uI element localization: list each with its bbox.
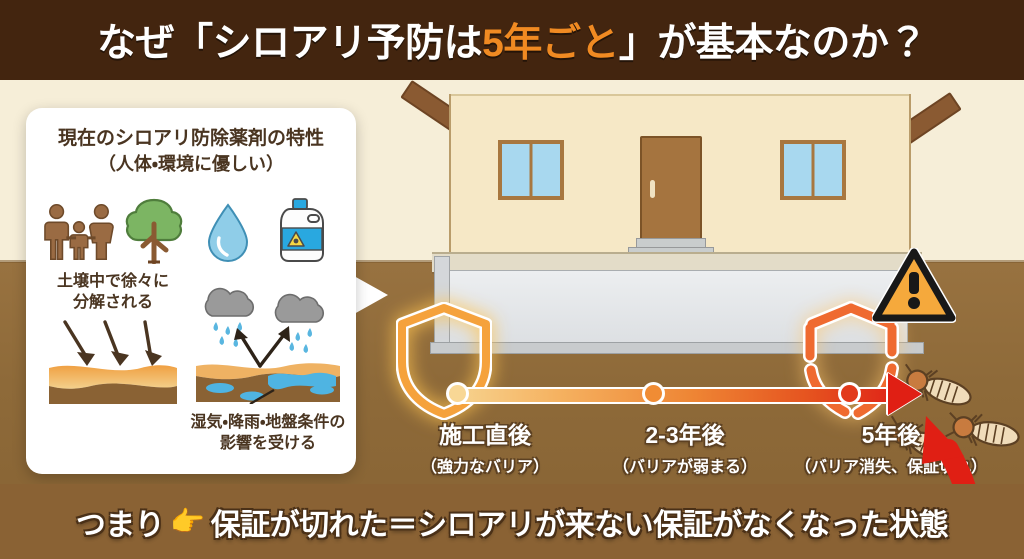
- illustration-scene: 施工直後 （強力なバリア） 2-3年後 （バリアが弱まる） 5年後 （バリア消失…: [0, 80, 1024, 484]
- timeline-label-1: 2-3年後 （バリアが弱まる）: [580, 416, 790, 477]
- banner-message: 保証が切れた＝シロアリが来ない保証がなくなった状態: [210, 508, 949, 542]
- moisture-diagram: 湿気・降雨・地盤条件の 影響を受ける: [186, 272, 350, 455]
- timeline-label-2: 5年後 （バリア消失、保証切れ）: [766, 416, 1016, 477]
- card-heading-line1: 現在のシロアリ防除薬剤の特性: [57, 128, 324, 149]
- house-illustration: [390, 80, 962, 280]
- card-heading-line2: （人体・環境に優しい）: [97, 153, 285, 174]
- shield-intact-icon: [395, 301, 493, 421]
- title-text-after: 」が基本なのか？: [618, 22, 928, 65]
- house-wall-edge-left: [449, 94, 451, 260]
- window-mullion: [529, 144, 533, 196]
- chemical-bottle-icon: [267, 190, 339, 264]
- title-text-accent: 5年ごと: [482, 22, 619, 65]
- timeline-label-0-main: 施工直後: [439, 422, 531, 448]
- timeline-label-2-sub: （バリア消失、保証切れ）: [794, 459, 987, 476]
- moisture-caption-line1: 湿気・降雨・地盤条件の: [190, 413, 346, 431]
- info-card: 現在のシロアリ防除薬剤の特性 （人体・環境に優しい）: [26, 108, 356, 474]
- timeline-arrowhead-icon: [888, 373, 922, 415]
- rain-soil-graphic: [186, 278, 350, 409]
- timeline-label-1-sub: （バリアが弱まる）: [612, 459, 757, 476]
- door-icon: [640, 136, 702, 240]
- card-heading: 現在のシロアリ防除薬剤の特性 （人体・環境に優しい）: [26, 126, 356, 176]
- page-title: なぜ「シロアリ予防は5年ごと」が基本なのか？: [97, 12, 927, 68]
- moisture-caption-line2: 影響を受ける: [219, 434, 316, 452]
- banner-lead: つまり: [75, 508, 165, 542]
- timeline-label-0-sub: （強力なバリア）: [420, 459, 549, 476]
- door-handle-icon: [650, 180, 655, 198]
- timeline-dot-2: [838, 382, 861, 405]
- water-drop-icon: [192, 190, 264, 264]
- pointing-hand-icon: 👉: [170, 506, 205, 537]
- title-text-before: なぜ「シロアリ予防は: [97, 22, 483, 65]
- decomposition-diagram: 土壌中で徐々に 分解される: [38, 272, 188, 409]
- soil-layer-graphic: [38, 319, 188, 409]
- foundation-footing: [430, 342, 924, 354]
- timeline-dot-1: [642, 382, 665, 405]
- window-icon-left: [498, 140, 564, 200]
- tree-icon: [118, 190, 190, 264]
- card-diagrams: 土壌中で徐々に 分解される: [26, 272, 356, 462]
- decomposition-caption-line2: 分解される: [72, 293, 153, 311]
- window-icon-right: [780, 140, 846, 200]
- bottom-banner: つまり👉保証が切れた＝シロアリが来ない保証がなくなった状態: [0, 484, 1024, 559]
- timeline-labels: 施工直後 （強力なバリア） 2-3年後 （バリアが弱まる） 5年後 （バリア消失…: [340, 416, 1024, 484]
- house-wall-edge-right: [909, 94, 911, 260]
- window-mullion: [811, 144, 815, 196]
- card-icon-row: [42, 190, 340, 264]
- warning-triangle-icon: [871, 247, 957, 324]
- card-pointer: [354, 276, 388, 314]
- termite-3: [945, 411, 1020, 447]
- timeline-axis: [440, 373, 940, 415]
- timeline-label-0: 施工直後 （強力なバリア）: [380, 416, 590, 477]
- decomposition-caption-line1: 土壌中で徐々に: [56, 272, 169, 290]
- termite-intrusion-arrow-icon: [908, 380, 1018, 484]
- timeline-label-1-main: 2-3年後: [645, 422, 725, 448]
- bottom-banner-text: つまり👉保証が切れた＝シロアリが来ない保証がなくなった状態: [75, 500, 949, 544]
- title-bar: なぜ「シロアリ予防は5年ごと」が基本なのか？: [0, 0, 1024, 80]
- timeline-dot-0: [446, 382, 469, 405]
- timeline-line: [452, 387, 890, 404]
- family-icon: [43, 190, 115, 264]
- timeline-label-2-main: 5年後: [861, 422, 921, 448]
